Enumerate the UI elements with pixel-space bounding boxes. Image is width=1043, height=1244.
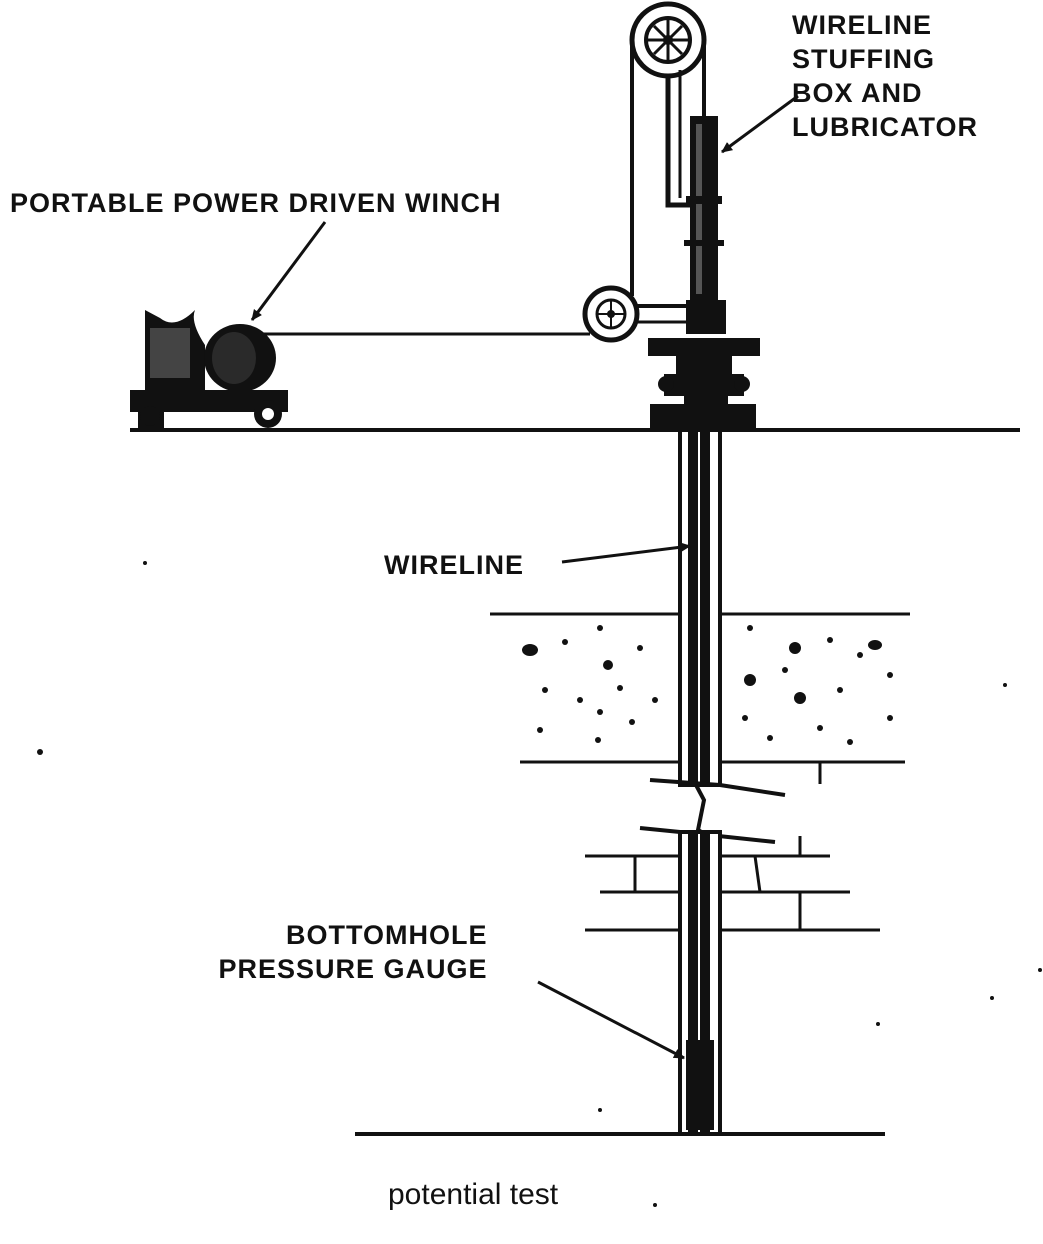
stuffing-box-label-line-4: LUBRICATOR: [792, 112, 978, 142]
gauge-label-line-2: PRESSURE GAUGE: [218, 954, 488, 984]
gauge-arrow: [537, 980, 685, 1060]
scan-specks: [37, 561, 1042, 1207]
stuffing-box-label-line-1: WIRELINE: [792, 10, 932, 40]
stuffing-box-label-line-3: BOX AND: [792, 78, 923, 108]
wire-inner-path: [665, 76, 692, 208]
winch-arrow: [250, 221, 327, 321]
sand-formation: [490, 612, 910, 784]
pressure-gauge: [686, 1040, 714, 1130]
stuffing-box-label-line-2: STUFFING: [792, 44, 935, 74]
lower-sheave: [582, 285, 700, 343]
gauge-label: BOTTOMHOLE PRESSURE GAUGE: [200, 918, 488, 986]
winch-unit: [130, 310, 288, 428]
winch-label: PORTABLE POWER DRIVEN WINCH: [10, 188, 502, 218]
lubricator: [684, 116, 724, 306]
wireline-label: WIRELINE: [384, 550, 524, 580]
caption: potential test: [388, 1178, 559, 1211]
stuffing-box-label: WIRELINE STUFFING BOX AND LUBRICATOR: [792, 8, 978, 144]
gauge-label-line-1: BOTTOMHOLE: [286, 920, 488, 950]
top-sheave: [629, 1, 707, 79]
wireline-arrow: [561, 542, 691, 564]
brick-formation: [585, 836, 880, 932]
wellhead: [648, 300, 760, 428]
stuffing-box-arrow: [721, 94, 799, 154]
wellbore-upper: [678, 428, 722, 787]
